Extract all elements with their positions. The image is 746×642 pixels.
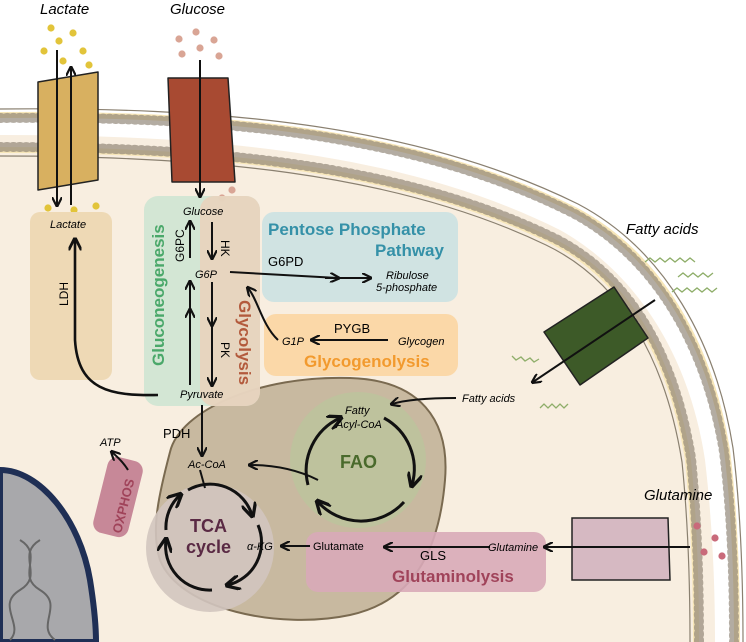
ac-coa-label: Ac-CoA	[187, 459, 226, 471]
glutaminolysis-label: Glutaminolysis	[392, 567, 514, 586]
fao-label: FAO	[340, 452, 377, 472]
glycogen-label: Glycogen	[398, 336, 444, 348]
tca-label-line2: cycle	[186, 537, 231, 557]
g1p-label: G1P	[282, 336, 305, 348]
gluconeogenesis-label: Gluconeogenesis	[149, 224, 168, 366]
outside-lactate-label: Lactate	[40, 1, 89, 18]
ribulose-label-line2: 5-phosphate	[376, 282, 437, 294]
glucose-transporter	[167, 77, 236, 183]
lactate-label: Lactate	[50, 219, 86, 231]
glycogenolysis-label: Glycogenolysis	[304, 352, 430, 371]
pentose-label-line2: Pathway	[375, 241, 445, 260]
pathway-arrows	[57, 50, 690, 547]
lactate-box	[30, 212, 112, 380]
g6pc-label: G6PC	[173, 229, 187, 262]
gls-label: GLS	[420, 548, 446, 563]
pk-label: PK	[218, 342, 232, 358]
ribulose-label-line1: Ribulose	[386, 270, 429, 282]
outside-fatty-acids-label: Fatty acids	[626, 221, 699, 238]
outside-glutamine-label: Glutamine	[644, 487, 712, 504]
glutamine-transporter	[571, 517, 671, 581]
pyruvate-label: Pyruvate	[180, 389, 223, 401]
glycolysis-box	[200, 196, 260, 406]
tca-label-line1: TCA	[190, 516, 227, 536]
g6p-label: G6P	[195, 269, 218, 281]
tca-cycle-arrows	[166, 482, 264, 592]
nucleus	[0, 466, 100, 642]
hk-label: HK	[218, 240, 232, 257]
glycolysis-label: Glycolysis	[235, 300, 254, 385]
fatty-acids-label: Fatty acids	[462, 393, 516, 405]
atp-label: ATP	[99, 437, 121, 449]
glutamine-particles	[693, 522, 726, 560]
akg-label: α-KG	[247, 541, 273, 553]
fatty-acyl-label-line2: Acyl-CoA	[335, 419, 382, 431]
outside-glucose-label: Glucose	[170, 1, 225, 18]
oxphos-box	[93, 456, 143, 538]
lactate-transporter	[37, 71, 99, 191]
pentose-box	[262, 212, 458, 302]
fatty-acid-squiggles	[511, 257, 718, 409]
fatty-acid-transporter	[543, 286, 649, 386]
glycogenolysis-box	[264, 314, 458, 376]
glutamate-label: Glutamate	[313, 541, 364, 553]
pdh-label: PDH	[163, 426, 190, 441]
pygb-label: PYGB	[334, 321, 370, 336]
fatty-acyl-label-line1: Fatty	[345, 405, 371, 417]
g6pd-label: G6PD	[268, 254, 303, 269]
ldh-label: LDH	[57, 282, 71, 306]
pentose-label-line1: Pentose Phosphate	[268, 220, 426, 239]
glutamine-label: Glutamine	[488, 542, 538, 554]
glucose-label: Glucose	[183, 206, 223, 218]
